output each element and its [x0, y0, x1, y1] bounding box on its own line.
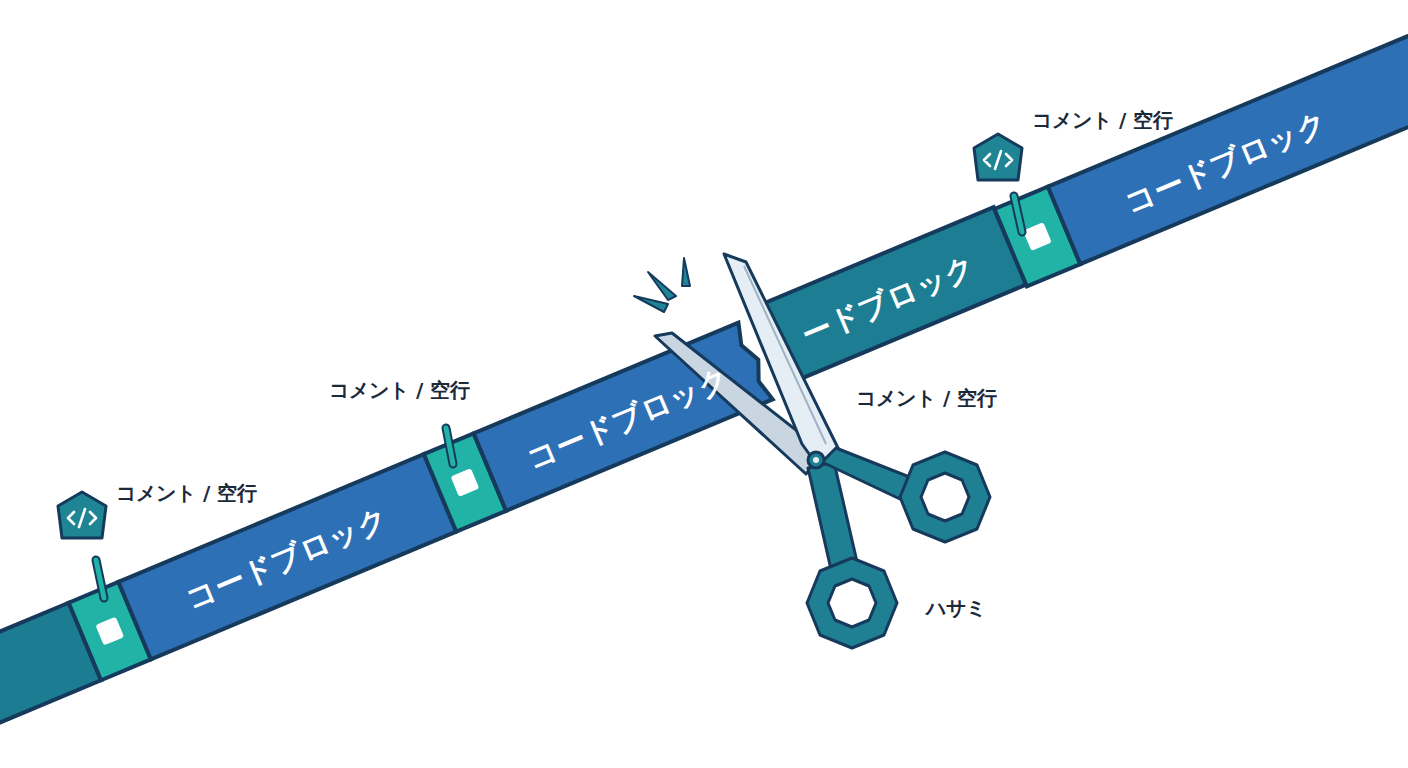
pin	[96, 560, 104, 598]
pin-outline	[96, 560, 104, 598]
pin	[446, 428, 453, 464]
comment-label: コメント / 空行	[856, 386, 997, 410]
code-tag-icon	[58, 492, 106, 538]
cut-sparks	[634, 258, 690, 312]
code-tag-icon	[974, 134, 1022, 180]
code-segment	[1048, 0, 1408, 264]
pin-outline	[1014, 196, 1022, 232]
pin	[1014, 196, 1022, 232]
separator-square	[95, 617, 124, 646]
scissors-label: ハサミ	[926, 596, 986, 620]
separator-square	[451, 468, 480, 497]
comment-label: コメント / 空行	[1032, 108, 1173, 132]
code-segment-cut	[474, 321, 775, 511]
ribbon	[0, 0, 1408, 739]
comment-label: コメント / 空行	[116, 481, 257, 505]
separator-square	[1023, 222, 1052, 251]
pin-outline	[446, 428, 453, 464]
comment-label: コメント / 空行	[329, 378, 470, 402]
